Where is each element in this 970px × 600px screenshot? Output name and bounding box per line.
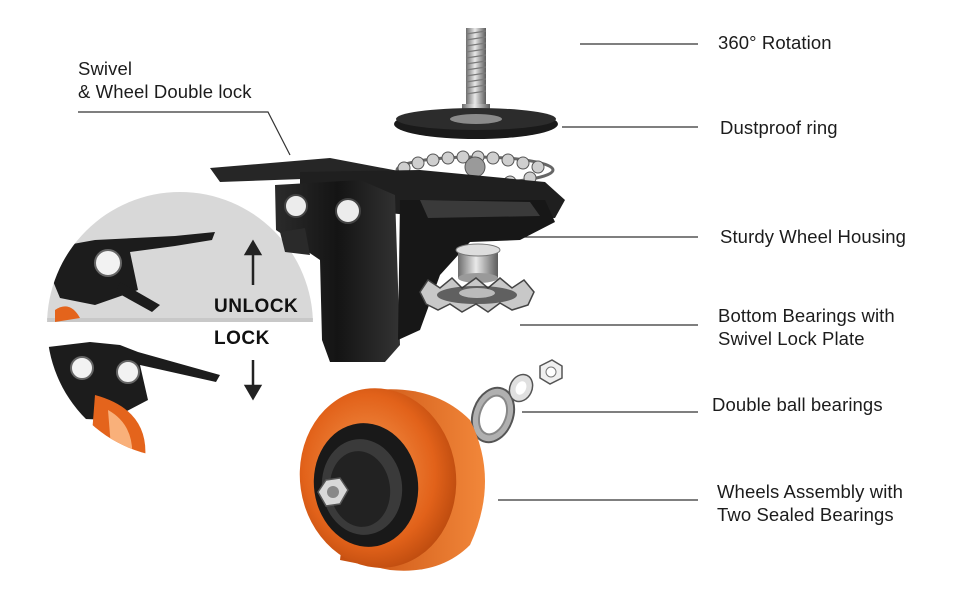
label-wheels: Wheels Assembly with Two Sealed Bearings xyxy=(717,480,903,526)
leader-lines xyxy=(78,43,698,501)
dustproof-text: Dustproof ring xyxy=(720,117,838,138)
bottom-line1-text: Bottom Bearings with xyxy=(718,305,895,326)
wheels-line2-text: Two Sealed Bearings xyxy=(717,504,894,525)
lock-label: LOCK xyxy=(214,328,270,349)
dustproof-ring xyxy=(394,108,558,139)
bottom-line2-text: Swivel Lock Plate xyxy=(718,328,865,349)
wheels-line1-text: Wheels Assembly with xyxy=(717,481,904,502)
label-bottom-bearings: Bottom Bearings with Swivel Lock Plate xyxy=(718,304,895,350)
swivel-line1-text: Swivel xyxy=(78,58,133,79)
unlock-label: UNLOCK xyxy=(214,296,299,317)
label-dustproof: Dustproof ring xyxy=(720,116,838,139)
rotation-text: 360° Rotation xyxy=(718,32,832,53)
housing-text: Sturdy Wheel Housing xyxy=(720,226,907,247)
label-housing: Sturdy Wheel Housing xyxy=(720,225,906,248)
threaded-stem xyxy=(462,28,490,116)
wheel-housing xyxy=(210,158,565,362)
label-swivel: Swivel & Wheel Double lock xyxy=(78,57,252,103)
lock-arrow xyxy=(243,360,263,401)
label-double-ball: Double ball bearings xyxy=(712,393,883,416)
double-ball-text: Double ball bearings xyxy=(712,394,883,415)
swivel-lock-plate xyxy=(419,276,535,313)
unlock-arrow xyxy=(243,239,263,285)
bearing-parts xyxy=(470,359,563,444)
orange-wheel xyxy=(299,388,485,571)
swivel-line2-text: & Wheel Double lock xyxy=(78,81,252,102)
bottom-bearing xyxy=(455,243,501,283)
label-rotation: 360° Rotation xyxy=(718,31,832,54)
